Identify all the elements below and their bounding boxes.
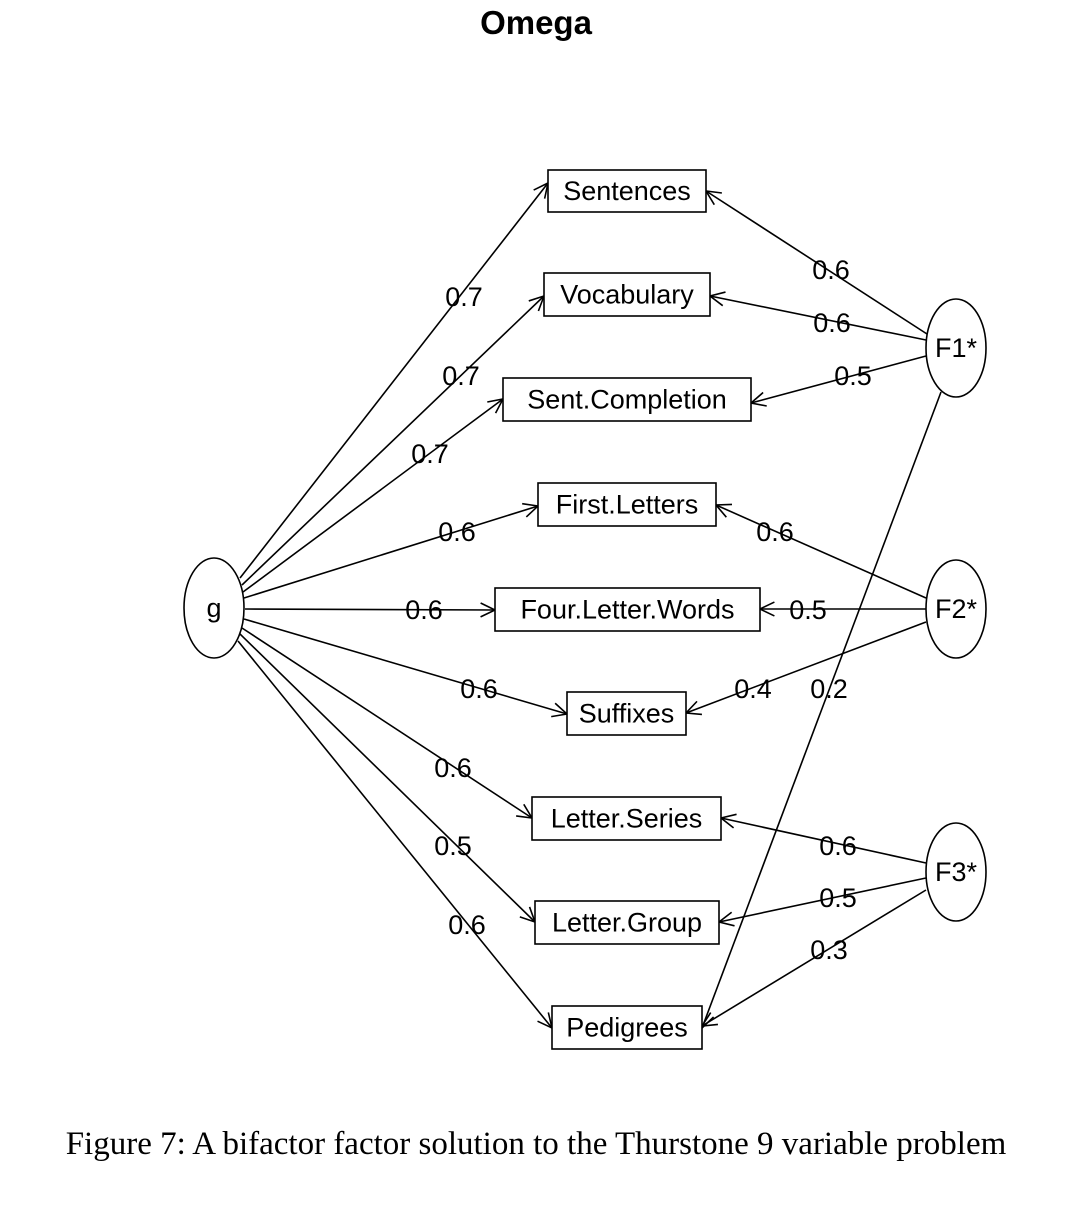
edge-f2-first-letters xyxy=(714,503,927,599)
variable-node-suffixes: Suffixes xyxy=(566,691,687,736)
variable-node-four-letter-words: Four.Letter.Words xyxy=(494,587,761,632)
loading-label-g-first-letters: 0.6 xyxy=(438,517,476,547)
variable-node-sent-completion: Sent.Completion xyxy=(502,377,752,422)
loading-label-g-suffixes: 0.6 xyxy=(460,674,498,704)
factor-label: g xyxy=(206,593,221,623)
loading-label-f2-first-letters: 0.6 xyxy=(756,517,794,547)
loading-label-f3-letter-series: 0.6 xyxy=(819,831,857,861)
variable-label: Suffixes xyxy=(579,699,675,729)
variable-node-vocabulary: Vocabulary xyxy=(543,272,711,317)
diagram-title: Omega xyxy=(480,4,592,41)
nodes-layer: SentencesVocabularySent.CompletionFirst.… xyxy=(183,169,987,1050)
loading-label-g-sentences: 0.7 xyxy=(445,282,483,312)
loading-label-g-letter-group: 0.5 xyxy=(434,831,472,861)
variable-label: Letter.Group xyxy=(552,908,702,938)
variable-node-letter-group: Letter.Group xyxy=(534,900,720,945)
variable-label: Four.Letter.Words xyxy=(520,595,734,625)
factor-label: F2* xyxy=(935,594,978,624)
loading-label-g-pedigrees: 0.6 xyxy=(448,910,486,940)
variable-node-sentences: Sentences xyxy=(547,169,707,213)
edge-g-vocabulary xyxy=(241,294,546,586)
edge-g-sent-completion xyxy=(242,397,505,593)
edge-g-four-letter-words xyxy=(244,602,497,618)
loading-label-f1-sentences: 0.6 xyxy=(812,255,850,285)
general-factor-node: g xyxy=(183,557,245,659)
variable-label: Vocabulary xyxy=(560,280,694,310)
loading-label-f2-four-letter-words: 0.5 xyxy=(789,595,827,625)
loading-label-g-sent-completion: 0.7 xyxy=(411,439,449,469)
edge-f2-suffixes xyxy=(684,621,927,716)
edge-g-suffixes xyxy=(243,618,569,718)
loading-label-f3-letter-group: 0.5 xyxy=(819,883,857,913)
factor-label: F3* xyxy=(935,857,978,887)
variable-label: First.Letters xyxy=(556,490,699,520)
group-factor-node-f2: F2* xyxy=(925,559,987,659)
variable-label: Sentences xyxy=(563,176,691,206)
edge-g-pedigrees xyxy=(237,640,554,1030)
bifactor-diagram: SentencesVocabularySent.CompletionFirst.… xyxy=(183,169,987,1050)
variable-label: Letter.Series xyxy=(551,804,703,834)
edge-labels-layer: 0.7 0.7 0.7 0.6 0.6 0.6 0.6 0.5 0.6 0.6 0.6 0.5 0.2 0… xyxy=(405,255,872,965)
loading-label-f3-pedigrees: 0.3 xyxy=(810,935,848,965)
edge-f2-four-letter-words xyxy=(758,601,926,617)
edge-g-first-letters xyxy=(243,502,540,599)
loading-label-f1-sent-completion: 0.5 xyxy=(834,361,872,391)
edge-f1-pedigrees xyxy=(699,391,942,1030)
loading-label-f1-vocabulary: 0.6 xyxy=(813,308,851,338)
edge-g-letter-series xyxy=(241,627,534,820)
figure-caption: Figure 7: A bifactor factor solution to … xyxy=(65,1126,1007,1162)
factor-label: F1* xyxy=(935,333,978,363)
loading-label-g-four-letter-words: 0.6 xyxy=(405,595,443,625)
variable-node-letter-series: Letter.Series xyxy=(531,796,722,841)
group-factor-node-f3: F3* xyxy=(925,822,987,922)
variable-node-pedigrees: Pedigrees xyxy=(551,1005,703,1050)
group-factor-node-f1: F1* xyxy=(925,298,987,398)
edge-g-sentences xyxy=(239,181,550,579)
loading-label-f1-pedigrees: 0.2 xyxy=(810,674,848,704)
loading-label-g-vocabulary: 0.7 xyxy=(442,361,480,391)
loading-label-g-letter-series: 0.6 xyxy=(434,753,472,783)
variable-node-first-letters: First.Letters xyxy=(537,482,717,527)
variable-label: Sent.Completion xyxy=(527,385,727,415)
loading-label-f2-suffixes: 0.4 xyxy=(734,674,772,704)
variable-label: Pedigrees xyxy=(566,1013,688,1043)
